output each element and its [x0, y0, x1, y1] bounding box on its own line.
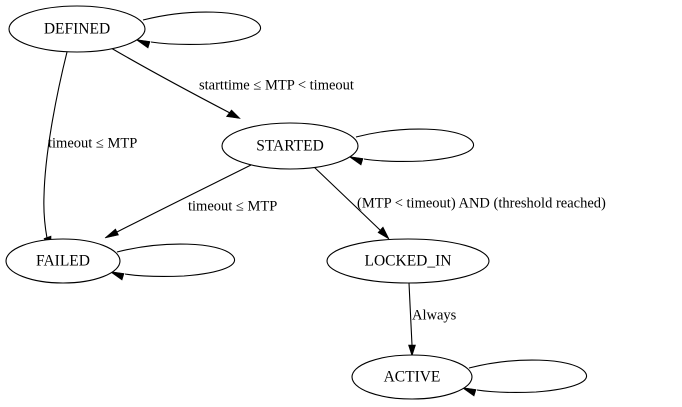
arrowhead-active-self	[461, 387, 477, 397]
edge-failed-self-path	[116, 243, 235, 277]
arrowhead-defined-self	[135, 39, 151, 49]
arrowhead-defined-to-started	[225, 109, 241, 119]
node-defined-ellipse	[8, 5, 146, 53]
node-started[interactable]: STARTED	[221, 122, 359, 170]
edge-started-self[interactable]	[348, 128, 474, 166]
node-failed-ellipse	[5, 238, 121, 284]
arrowhead-started-to-failed	[104, 228, 119, 239]
node-failed[interactable]: FAILED	[5, 238, 121, 284]
edge-active-self[interactable]	[461, 359, 587, 397]
node-defined-label: DEFINED	[44, 21, 110, 38]
edge-defined-self[interactable]	[135, 11, 261, 49]
edge-started-to-locked-in[interactable]: (MTP < timeout) AND (threshold reached)	[312, 165, 606, 240]
edge-started-to-locked-in-path	[312, 165, 381, 231]
edge-label-locked-in-to-active: Always	[412, 307, 457, 323]
edge-label-defined-to-failed: timeout ≤ MTP	[48, 135, 137, 151]
arrowhead-started-self	[348, 156, 364, 166]
edge-locked-in-to-active[interactable]: Always	[408, 282, 457, 357]
node-locked-in-ellipse	[326, 238, 490, 284]
node-locked-in-label: LOCKED_IN	[365, 253, 452, 270]
edge-started-self-path	[355, 128, 474, 162]
node-failed-label: FAILED	[36, 253, 90, 270]
edge-started-to-failed-path	[116, 163, 254, 233]
arrowhead-started-to-locked-in	[377, 226, 390, 240]
node-locked-in[interactable]: LOCKED_IN	[326, 238, 490, 284]
edge-defined-to-started-path	[110, 47, 231, 114]
edge-defined-self-path	[142, 11, 261, 45]
node-active-ellipse	[351, 354, 473, 400]
edge-failed-self[interactable]	[109, 243, 235, 281]
edge-label-started-to-failed: timeout ≤ MTP	[188, 198, 277, 214]
edge-defined-to-failed-path	[43, 51, 68, 239]
node-started-label: STARTED	[256, 138, 324, 155]
edge-defined-to-failed[interactable]: timeout ≤ MTP	[43, 51, 137, 252]
edge-started-to-failed[interactable]: timeout ≤ MTP	[104, 163, 277, 239]
node-defined[interactable]: DEFINED	[8, 5, 146, 53]
edge-label-started-to-locked-in: (MTP < timeout) AND (threshold reached)	[357, 195, 606, 211]
arrowhead-failed-self	[109, 271, 125, 281]
node-active-label: ACTIVE	[384, 369, 441, 386]
arrowhead-locked-in-to-active	[408, 344, 416, 357]
edge-defined-to-started[interactable]: starttime ≤ MTP < timeout	[110, 47, 354, 119]
node-started-ellipse	[221, 122, 359, 170]
node-active[interactable]: ACTIVE	[351, 354, 473, 400]
edge-locked-in-to-active-path	[408, 282, 413, 346]
edge-label-defined-to-started: starttime ≤ MTP < timeout	[199, 77, 354, 93]
edge-active-self-path	[468, 359, 587, 393]
